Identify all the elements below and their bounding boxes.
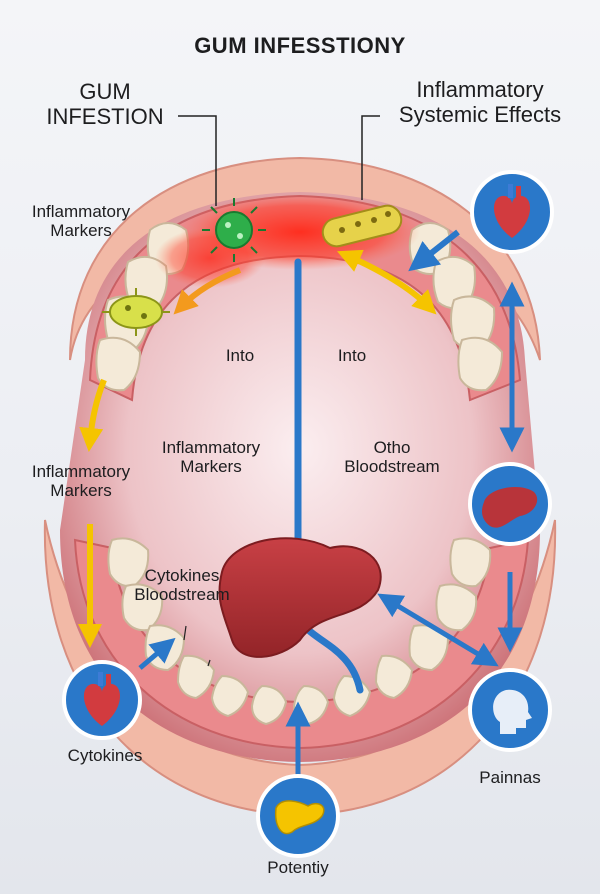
otho-bloodstream-label: Otho Bloodstream [344,438,440,477]
systemic-effects-leader [361,115,380,200]
orange-arrow [173,267,242,315]
yellow-arrow-left-top [79,378,107,452]
blue-double-arrow-liver-head [377,593,499,667]
green-bacteria-icon [202,198,266,262]
yellow-double-arrow [337,249,437,315]
gum-infection-leader [178,115,217,206]
markers-left-label: Inflammatory Markers [31,462,131,501]
liver-icon [218,537,382,658]
blue-arrow-heart-left [138,637,176,670]
cytokines-bloodstream-label: Cytokines Bloodstream [134,566,230,605]
liver-icon [468,462,552,546]
into-left-label: Into [225,346,255,365]
into-right-label: Into [337,346,367,365]
tooth-mark [183,625,187,641]
heart-icon [470,170,554,254]
tooth-mark [207,659,211,667]
yellow-bacteria-icon [321,204,403,248]
cytokines-label: Cytokines [67,746,143,765]
gum-infection-label: GUM INFESTION [46,79,164,129]
pancreas-icon [256,774,340,858]
painnas-label: Painnas [479,768,541,787]
blue-arrow-to-heart-top [408,229,460,272]
page-title: GUM INFESSTIONY [194,33,406,58]
systemic-effects-label: Inflammatory Systemic Effects [398,77,562,127]
markers-center-label: Inflammatory Markers [161,438,261,477]
yellow-bacteria-small-icon [102,288,170,336]
head-profile-icon [468,668,552,752]
heart-icon [62,660,142,740]
potentiy-label: Potentiy [267,858,329,877]
markers-top-label: Inflammatory Markers [31,202,131,241]
